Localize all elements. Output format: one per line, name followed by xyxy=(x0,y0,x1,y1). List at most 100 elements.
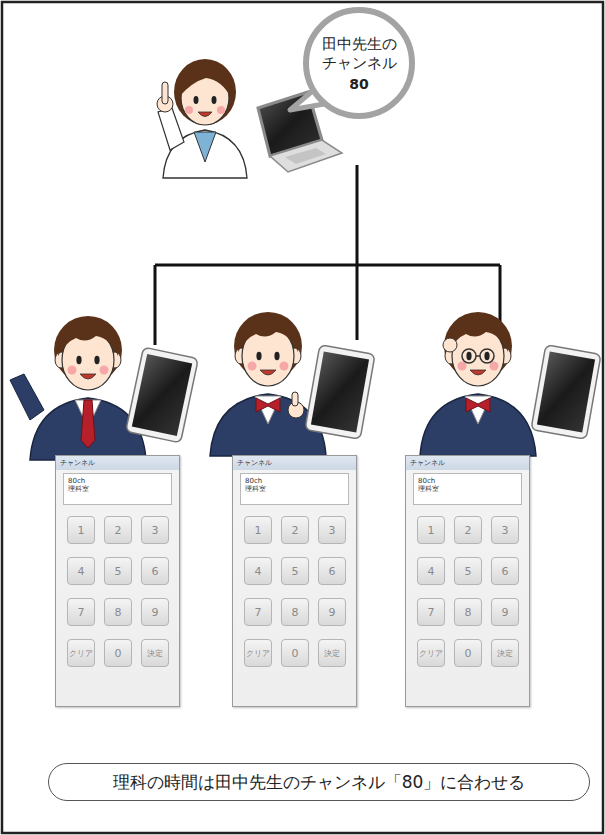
key-label: 2 xyxy=(115,524,122,537)
keypad-key: 決定 xyxy=(318,639,346,667)
keypad-key: 決定 xyxy=(141,639,169,667)
key-label: 2 xyxy=(292,524,299,537)
keypad-key: 6 xyxy=(141,557,169,585)
bubble-text: 田中先生の チャンネル xyxy=(319,35,399,74)
keypad-key: 4 xyxy=(244,557,272,585)
channel-display: 80ch 理科室 xyxy=(63,473,172,505)
speech-bubble: 田中先生の チャンネル80 xyxy=(303,7,415,119)
key-label: 1 xyxy=(255,524,262,537)
key-label: 6 xyxy=(502,565,509,578)
student-figure xyxy=(420,312,536,456)
student-figure xyxy=(210,312,326,456)
key-label: 5 xyxy=(465,565,472,578)
key-label: 9 xyxy=(329,606,336,619)
keypad-key: クリア xyxy=(417,639,445,667)
display-text: 80ch 理科室 xyxy=(245,477,271,494)
keypad-key: 9 xyxy=(491,598,519,626)
caption-text: 理科の時間は田中先生のチャンネル「80」に合わせる xyxy=(113,771,526,794)
keypad-key: 4 xyxy=(417,557,445,585)
keypad-key: 8 xyxy=(454,598,482,626)
mouth xyxy=(198,112,212,117)
display-text: 80ch 理科室 xyxy=(68,477,94,494)
cheek xyxy=(217,106,225,114)
teacher-figure xyxy=(157,59,247,178)
keypad-key: 9 xyxy=(141,598,169,626)
keypad-key: 4 xyxy=(67,557,95,585)
student-middle xyxy=(210,312,375,456)
window-title: チャンネル xyxy=(410,458,445,468)
keypad-key: 2 xyxy=(454,516,482,544)
key-label: 8 xyxy=(115,606,122,619)
keypad-key: 5 xyxy=(454,557,482,585)
key-label: 7 xyxy=(78,606,85,619)
channel-window: チャンネル 80ch 理科室 1 2 3 4 5 6 7 8 9 クリア 0 決定 xyxy=(232,455,357,707)
eye xyxy=(194,96,199,104)
keypad-key: 7 xyxy=(244,598,272,626)
keypad-key: 1 xyxy=(67,516,95,544)
keypad-key: 7 xyxy=(417,598,445,626)
key-label: クリア xyxy=(419,648,443,659)
channel-display: 80ch 理科室 xyxy=(240,473,349,505)
laptop-base xyxy=(270,140,342,172)
ribbon-bow xyxy=(466,398,490,412)
keypad-key: 2 xyxy=(281,516,309,544)
key-label: 0 xyxy=(292,647,299,660)
channel-display: 80ch 理科室 xyxy=(413,473,522,505)
student-figure xyxy=(30,316,146,460)
keypad-key: 決定 xyxy=(491,639,519,667)
key-label: 2 xyxy=(465,524,472,537)
key-label: 0 xyxy=(465,647,472,660)
glasses-lens xyxy=(480,349,494,363)
keypad-key: 9 xyxy=(318,598,346,626)
glasses-lens xyxy=(462,349,476,363)
key-label: 0 xyxy=(115,647,122,660)
key-label: 決定 xyxy=(497,648,513,659)
shirt xyxy=(194,132,216,162)
hair-back xyxy=(174,59,236,125)
student-right xyxy=(420,312,601,456)
key-label: 7 xyxy=(255,606,262,619)
raised-arm xyxy=(10,374,44,420)
window-title: チャンネル xyxy=(60,458,95,468)
keypad-key: 0 xyxy=(454,639,482,667)
thumb xyxy=(292,392,298,406)
window-title: チャンネル xyxy=(237,458,272,468)
cheek xyxy=(185,106,193,114)
keypad-key: 0 xyxy=(104,639,132,667)
key-label: 決定 xyxy=(147,648,163,659)
keypad-key: 8 xyxy=(104,598,132,626)
keypad-key: 7 xyxy=(67,598,95,626)
key-label: 7 xyxy=(428,606,435,619)
student-left xyxy=(10,316,198,460)
key-label: クリア xyxy=(246,648,270,659)
keypad-key: 1 xyxy=(417,516,445,544)
tablet xyxy=(531,345,601,439)
keypad-key: 8 xyxy=(281,598,309,626)
keypad-key: 1 xyxy=(244,516,272,544)
bangs xyxy=(180,64,231,98)
channel-window: チャンネル 80ch 理科室 1 2 3 4 5 6 7 8 9 クリア 0 決定 xyxy=(55,455,180,707)
keypad-key: 6 xyxy=(491,557,519,585)
key-label: 9 xyxy=(502,606,509,619)
tablet xyxy=(126,347,199,443)
ribbon-bow xyxy=(256,398,280,412)
hand xyxy=(443,338,457,352)
key-label: 決定 xyxy=(324,648,340,659)
key-label: 3 xyxy=(329,524,336,537)
key-label: 6 xyxy=(329,565,336,578)
key-label: 5 xyxy=(292,565,299,578)
keypad-key: 3 xyxy=(318,516,346,544)
key-label: 5 xyxy=(115,565,122,578)
keypad-key: 2 xyxy=(104,516,132,544)
key-label: クリア xyxy=(69,648,93,659)
finger xyxy=(162,82,168,104)
keypad-key: クリア xyxy=(67,639,95,667)
key-label: 3 xyxy=(152,524,159,537)
network-wire xyxy=(155,165,500,345)
key-label: 8 xyxy=(465,606,472,619)
key-label: 8 xyxy=(292,606,299,619)
keypad-key: 5 xyxy=(281,557,309,585)
